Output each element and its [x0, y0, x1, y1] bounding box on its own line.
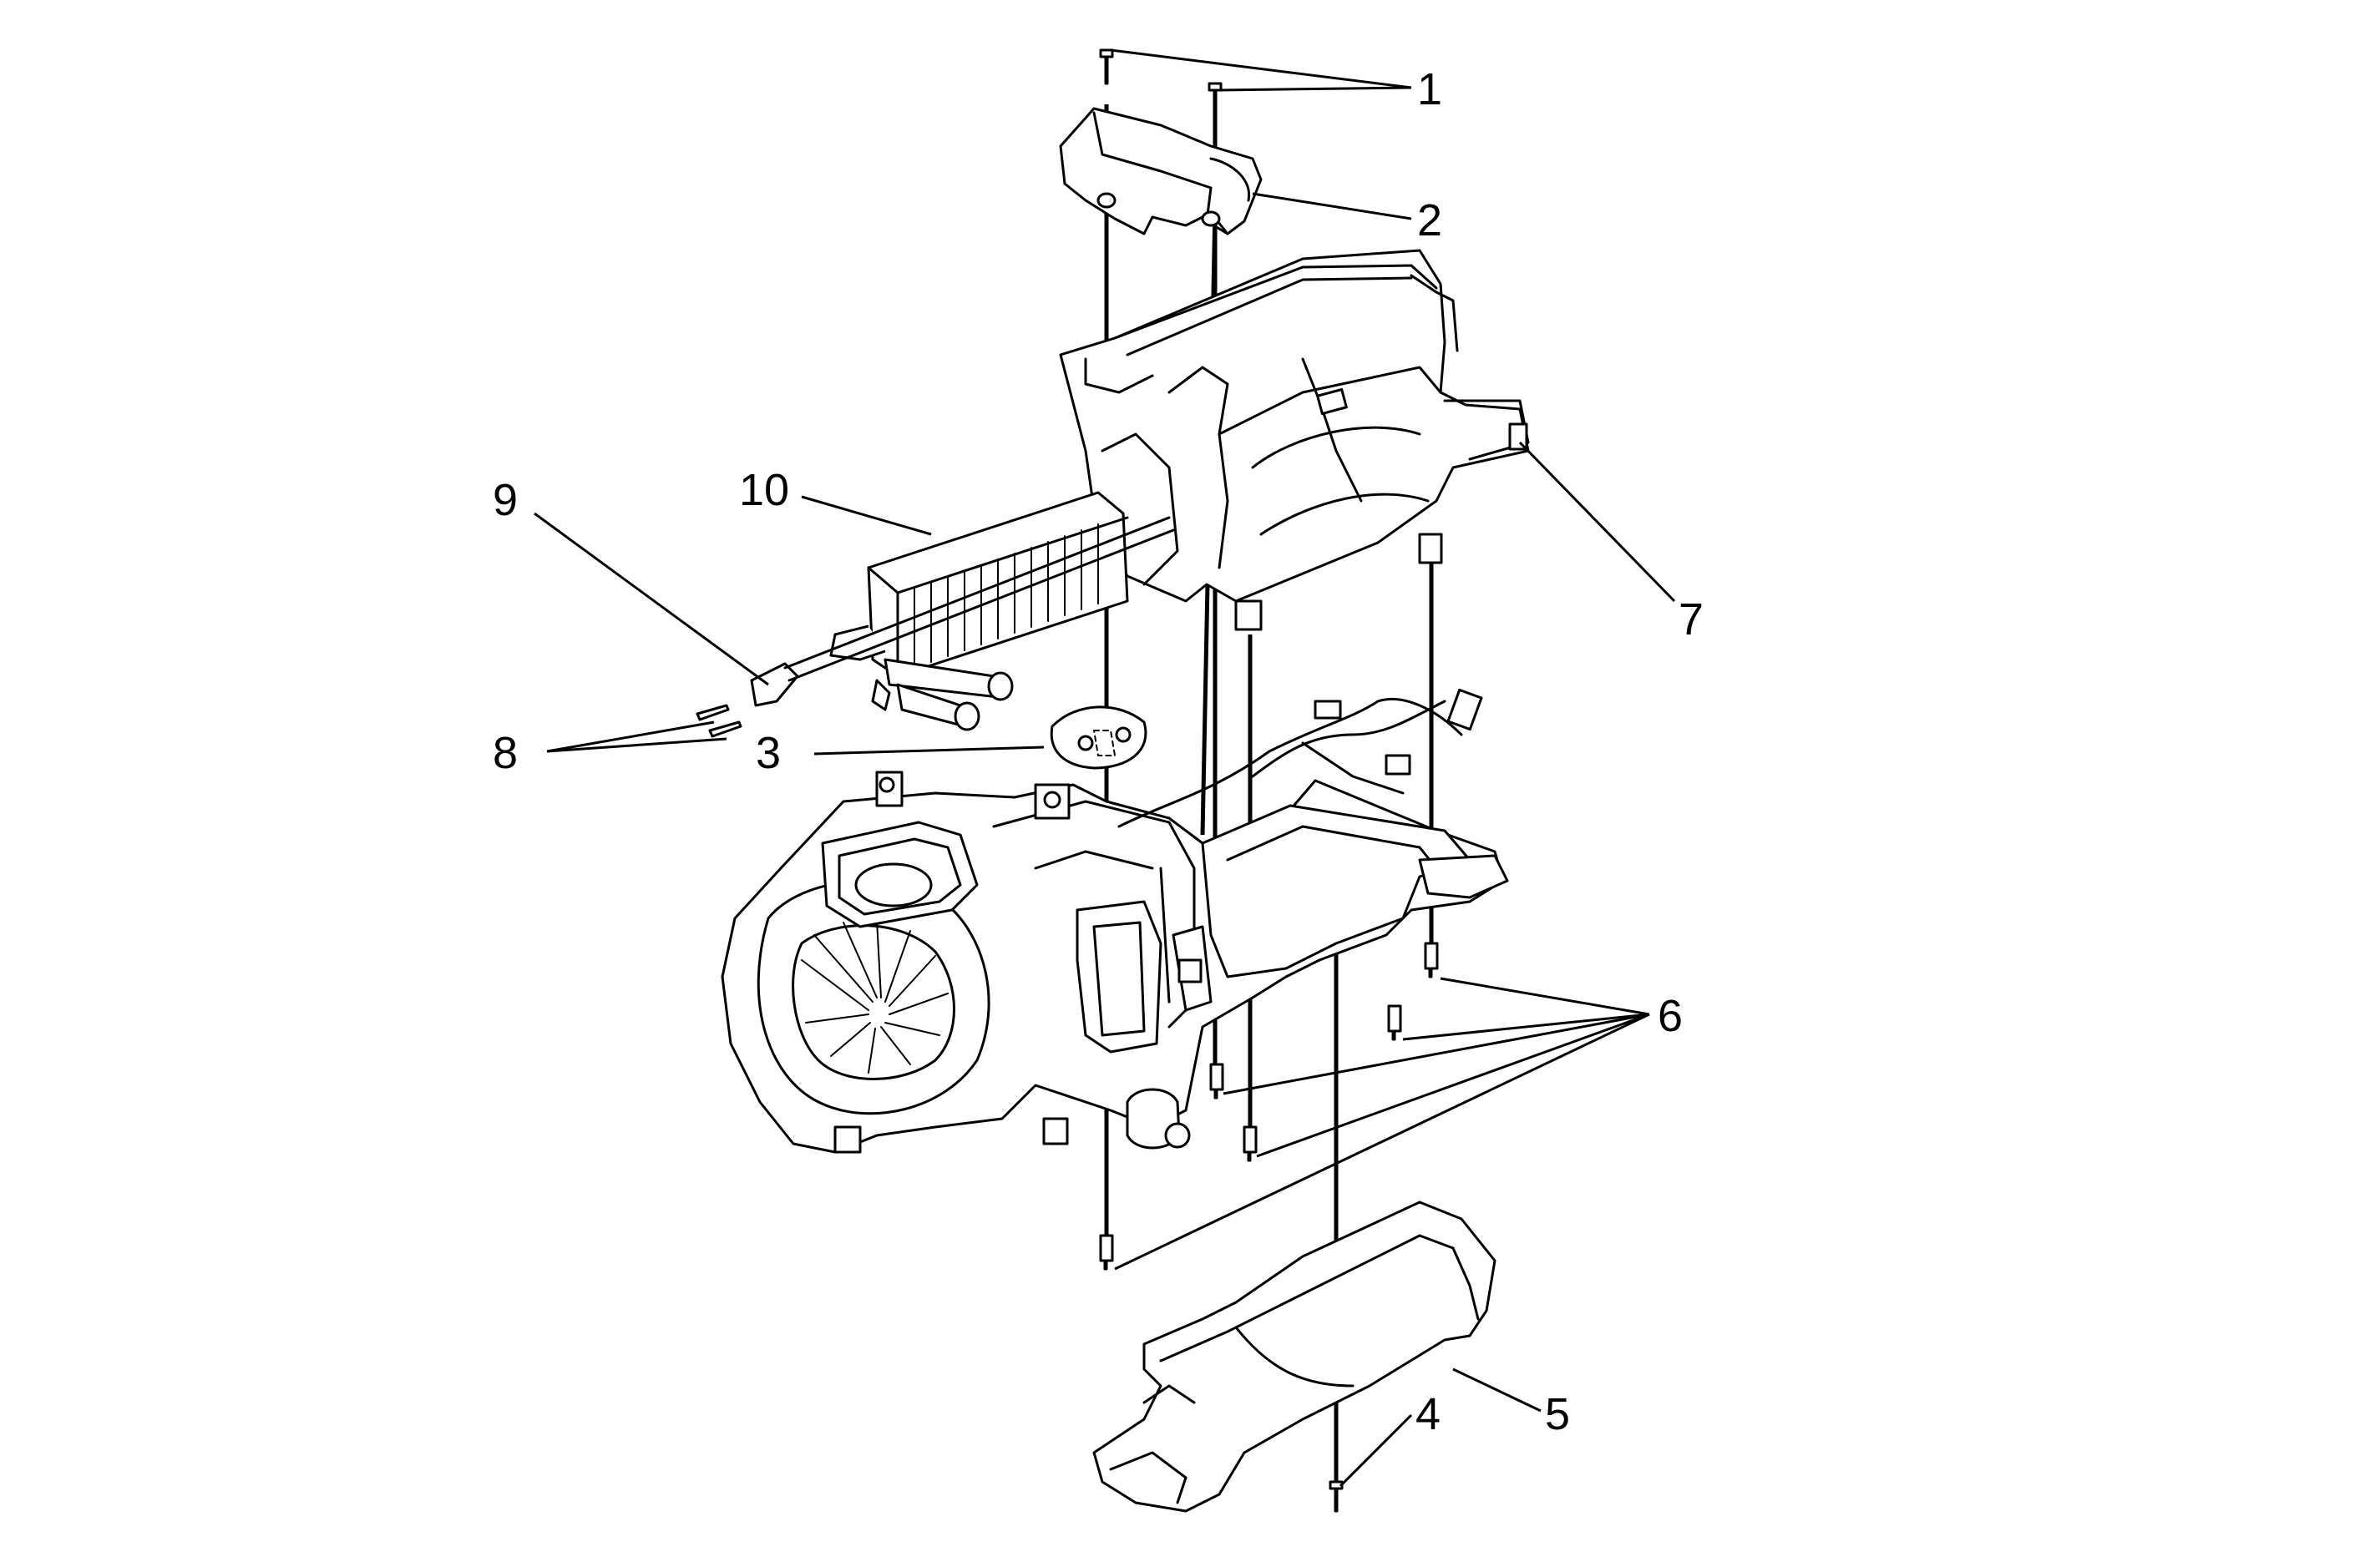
callout-3: 3	[756, 728, 781, 778]
callout-10: 10	[739, 465, 789, 515]
item-10-heater-core	[829, 491, 1129, 731]
callout-4: 4	[1415, 1389, 1441, 1439]
item-5-lower-duct	[1092, 1201, 1496, 1513]
item-3-seal	[1050, 705, 1147, 770]
callout-6: 6	[1658, 991, 1683, 1041]
callout-2: 2	[1417, 195, 1442, 245]
callout-7: 7	[1679, 594, 1704, 645]
blower-wheel-ribs	[801, 919, 949, 1074]
lower-blower-module	[721, 688, 1509, 1154]
item-6-screws	[1099, 942, 1439, 1271]
item-1-screws	[1099, 48, 1223, 119]
callout-8: 8	[493, 728, 518, 778]
item-4-screw	[1329, 1480, 1344, 1513]
callout-1: 1	[1417, 64, 1442, 114]
item-9-bracket	[750, 516, 1175, 707]
callout-labels: 1 2 3 4 5 6 7 8 9 10	[493, 64, 1704, 1439]
callout-9: 9	[493, 475, 518, 525]
callout-5: 5	[1545, 1389, 1570, 1439]
item-2-upper-duct	[1059, 107, 1263, 235]
leader-lines	[534, 48, 1676, 1488]
upper-distribution-case	[1059, 249, 1530, 631]
item-8-screws	[696, 704, 742, 738]
